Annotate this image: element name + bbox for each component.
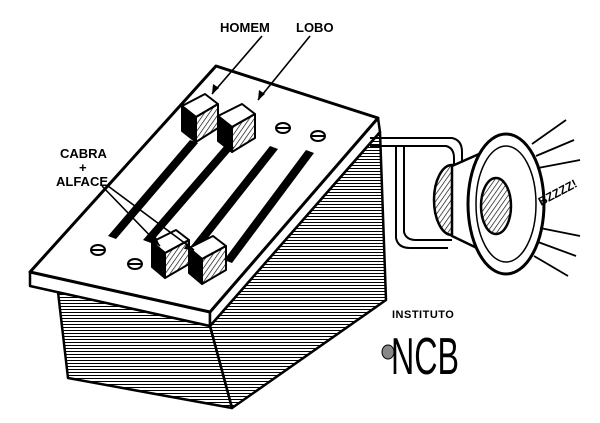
- slot-4: [224, 150, 314, 263]
- slot-2: [143, 144, 234, 243]
- screw-1: [90, 244, 106, 256]
- screws: [90, 122, 326, 270]
- logo-ncb-text: NCB: [391, 328, 459, 386]
- screw-3: [275, 122, 291, 134]
- screw-4: [310, 130, 326, 142]
- label-homem: HOMEM: [220, 20, 270, 35]
- speaker: [432, 132, 546, 276]
- logo-globe-icon: [381, 344, 395, 360]
- instituto-ncb-logo: INSTITUTO NCB: [381, 309, 459, 386]
- switch-box: [28, 64, 388, 410]
- screw-2: [127, 258, 143, 270]
- label-cabra: CABRA: [60, 146, 108, 161]
- pointer-arrowhead: [212, 84, 219, 94]
- label-lobo: LOBO: [296, 20, 334, 35]
- slot-3: [188, 146, 278, 253]
- knob-lobo: [217, 103, 256, 153]
- knob-cabra: [151, 229, 190, 279]
- logo-instituto-text: INSTITUTO: [392, 309, 454, 321]
- speaker-dust-cap: [479, 176, 513, 236]
- pointer-arrowhead: [151, 237, 160, 246]
- sound-lines: [531, 119, 581, 277]
- label-pointers: [101, 35, 311, 251]
- pointer-arrowhead: [258, 90, 265, 100]
- knob-alface: [188, 235, 227, 285]
- speaker-wires: [370, 137, 463, 249]
- switch-slots: [108, 140, 314, 263]
- knob-homem: [181, 93, 219, 143]
- label-plus: +: [79, 160, 87, 175]
- label-alface: ALFACE: [56, 174, 108, 189]
- box-top-panel: [28, 64, 380, 314]
- slot-1: [108, 140, 198, 239]
- pointer-arrowhead: [184, 243, 194, 250]
